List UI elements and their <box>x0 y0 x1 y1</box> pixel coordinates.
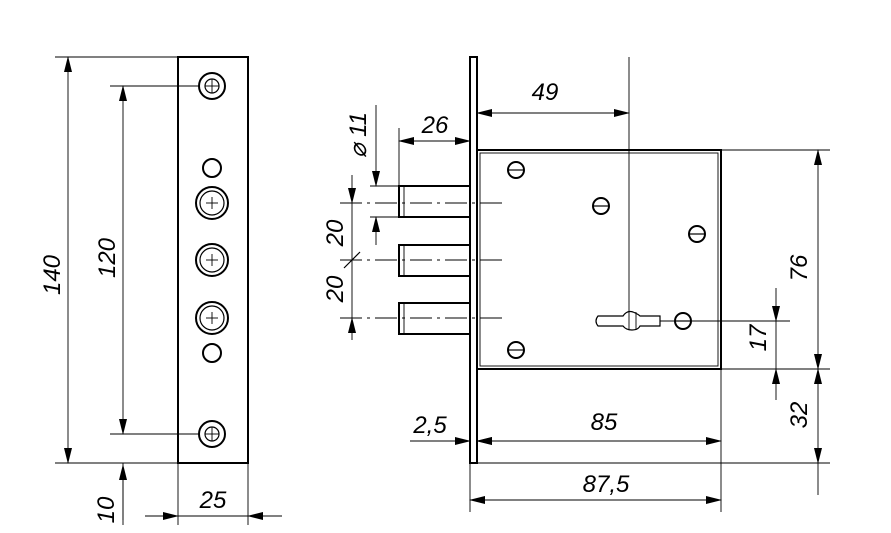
body-screw-3-icon <box>688 225 706 243</box>
dim-26-label: 26 <box>421 112 449 139</box>
front-view: 140 120 10 25 <box>39 56 282 525</box>
dim-120-label: 120 <box>94 237 121 278</box>
bolt-hole-3 <box>195 301 229 335</box>
small-hole-top <box>202 158 222 178</box>
dim-87-5-label: 87,5 <box>583 471 630 498</box>
body-screw-5-icon <box>507 341 525 359</box>
dim-2-5-label: 2,5 <box>412 412 447 439</box>
dim-diameter-11-label: ⌀ 11 <box>345 112 372 158</box>
side-view: 49 26 ⌀ 11 20 20 76 17 <box>322 56 830 512</box>
small-hole-bottom <box>202 343 222 363</box>
bolt-hole-2 <box>195 243 229 277</box>
bolt-hole-1 <box>195 186 229 220</box>
dim-32-label: 32 <box>786 402 813 429</box>
body-screw-1-icon <box>507 161 525 179</box>
lock-body <box>476 149 722 370</box>
body-screw-2-icon <box>592 197 610 215</box>
dim-17-label: 17 <box>745 323 772 351</box>
dim-10-label: 10 <box>93 496 120 523</box>
dim-49-label: 49 <box>532 79 559 106</box>
dim-140-label: 140 <box>39 254 66 295</box>
dim-20-top-label: 20 <box>322 219 349 247</box>
dim-76-label: 76 <box>786 254 813 281</box>
bolt-1 <box>398 185 471 218</box>
dim-25-label: 25 <box>199 487 227 514</box>
bolt-3 <box>398 302 471 335</box>
dim-20-bottom-label: 20 <box>322 275 349 303</box>
keyhole-icon <box>595 310 661 331</box>
dim-85-label: 85 <box>591 409 618 436</box>
bolt-2 <box>398 244 471 277</box>
faceplate <box>177 56 249 464</box>
top-screw-icon <box>198 72 226 100</box>
bottom-screw-icon <box>198 420 226 448</box>
